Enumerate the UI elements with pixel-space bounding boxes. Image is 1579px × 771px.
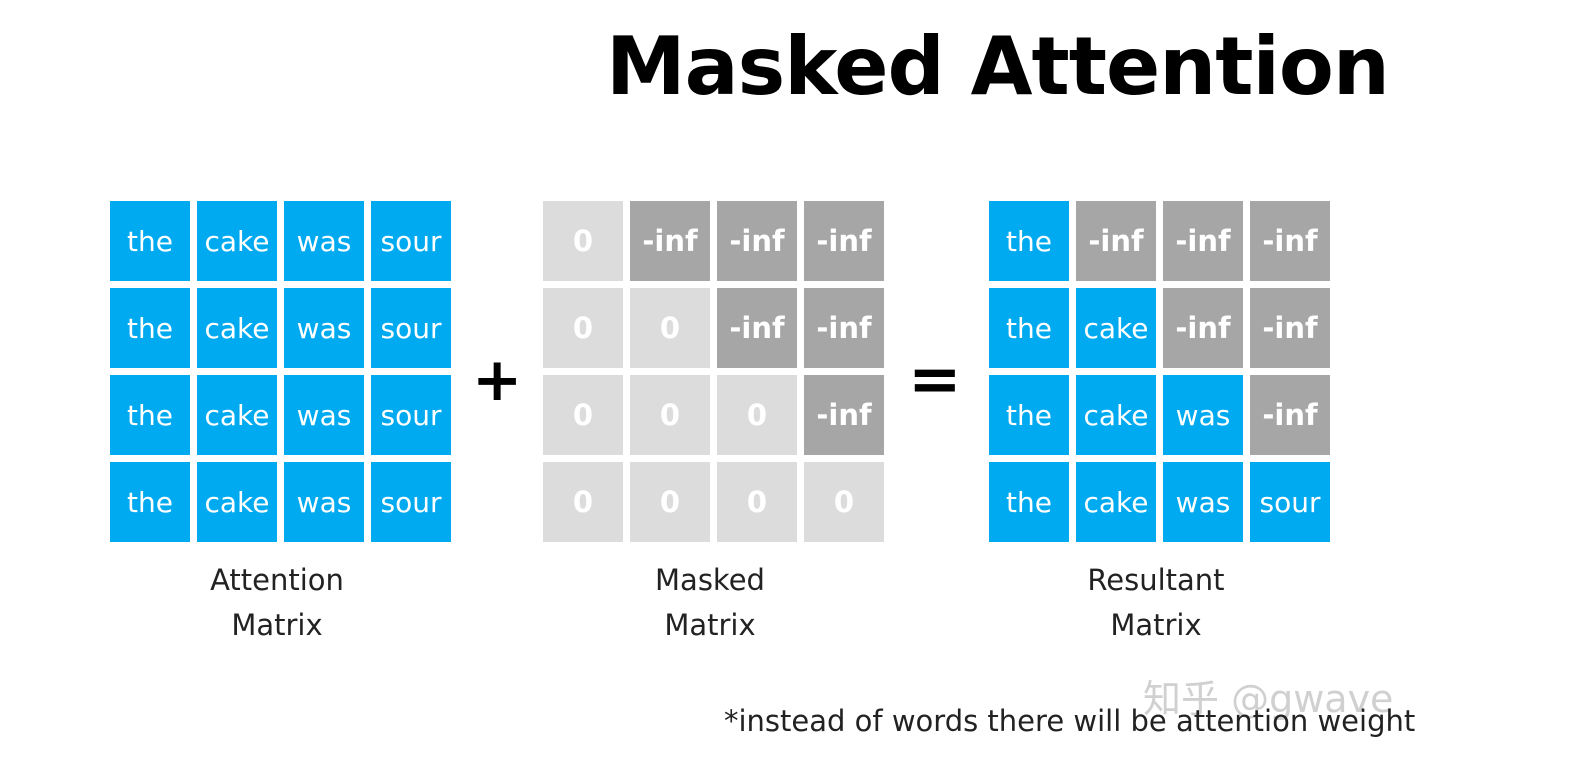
resultant-cell-r2-c3: -inf <box>1163 288 1243 368</box>
attention-cell-r1-c4: sour <box>371 201 451 281</box>
attention-cell-r1-c3: was <box>284 201 364 281</box>
masked-cell-r1-c2: -inf <box>630 201 710 281</box>
caption-line: Resultant <box>1087 563 1225 597</box>
resultant-cell-r3-c3: was <box>1163 375 1243 455</box>
masked-cell-r4-c2: 0 <box>630 462 710 542</box>
resultant-cell-r1-c4: -inf <box>1250 201 1330 281</box>
resultant-cell-r2-c1: the <box>989 288 1069 368</box>
resultant-cell-r3-c1: the <box>989 375 1069 455</box>
resultant-cell-r3-c4: -inf <box>1250 375 1330 455</box>
plus-operator: + <box>472 345 523 415</box>
attention-cell-r3-c2: cake <box>197 375 277 455</box>
masked-cell-r3-c4: -inf <box>804 375 884 455</box>
masked-cell-r1-c3: -inf <box>717 201 797 281</box>
caption-line: Matrix <box>664 608 756 642</box>
resultant-cell-r1-c2: -inf <box>1076 201 1156 281</box>
caption-line: Matrix <box>1110 608 1202 642</box>
equals-operator: = <box>908 343 962 417</box>
masked-cell-r2-c4: -inf <box>804 288 884 368</box>
caption-line: Attention <box>210 563 344 597</box>
masked-cell-r2-c3: -inf <box>717 288 797 368</box>
resultant-cell-r1-c1: the <box>989 201 1069 281</box>
masked-cell-r3-c3: 0 <box>717 375 797 455</box>
masked-cell-r4-c1: 0 <box>543 462 623 542</box>
resultant-cell-r3-c2: cake <box>1076 375 1156 455</box>
masked-cell-r3-c1: 0 <box>543 375 623 455</box>
masked-matrix-caption: Masked Matrix <box>540 558 880 648</box>
masked-cell-r1-c4: -inf <box>804 201 884 281</box>
resultant-cell-r4-c2: cake <box>1076 462 1156 542</box>
resultant-cell-r2-c2: cake <box>1076 288 1156 368</box>
attention-cell-r2-c1: the <box>110 288 190 368</box>
resultant-cell-r1-c3: -inf <box>1163 201 1243 281</box>
attention-cell-r1-c2: cake <box>197 201 277 281</box>
masked-cell-r4-c3: 0 <box>717 462 797 542</box>
resultant-cell-r4-c1: the <box>989 462 1069 542</box>
resultant-cell-r2-c4: -inf <box>1250 288 1330 368</box>
attention-cell-r4-c1: the <box>110 462 190 542</box>
attention-cell-r2-c4: sour <box>371 288 451 368</box>
masked-cell-r2-c1: 0 <box>543 288 623 368</box>
masked-cell-r3-c2: 0 <box>630 375 710 455</box>
attention-cell-r4-c3: was <box>284 462 364 542</box>
attention-cell-r3-c1: the <box>110 375 190 455</box>
attention-cell-r2-c2: cake <box>197 288 277 368</box>
caption-line: Masked <box>655 563 765 597</box>
attention-cell-r2-c3: was <box>284 288 364 368</box>
resultant-matrix-caption: Resultant Matrix <box>986 558 1326 648</box>
masked-cell-r4-c4: 0 <box>804 462 884 542</box>
masked-cell-r2-c2: 0 <box>630 288 710 368</box>
footnote: *instead of words there will be attentio… <box>724 704 1416 738</box>
resultant-cell-r4-c3: was <box>1163 462 1243 542</box>
attention-cell-r3-c4: sour <box>371 375 451 455</box>
watermark: 知乎 @gwave <box>1143 677 1394 721</box>
page-title: Masked Attention <box>606 20 1390 113</box>
attention-cell-r4-c2: cake <box>197 462 277 542</box>
masked-cell-r1-c1: 0 <box>543 201 623 281</box>
attention-cell-r1-c1: the <box>110 201 190 281</box>
caption-line: Matrix <box>231 608 323 642</box>
resultant-cell-r4-c4: sour <box>1250 462 1330 542</box>
attention-cell-r3-c3: was <box>284 375 364 455</box>
attention-cell-r4-c4: sour <box>371 462 451 542</box>
attention-matrix-caption: Attention Matrix <box>107 558 447 648</box>
